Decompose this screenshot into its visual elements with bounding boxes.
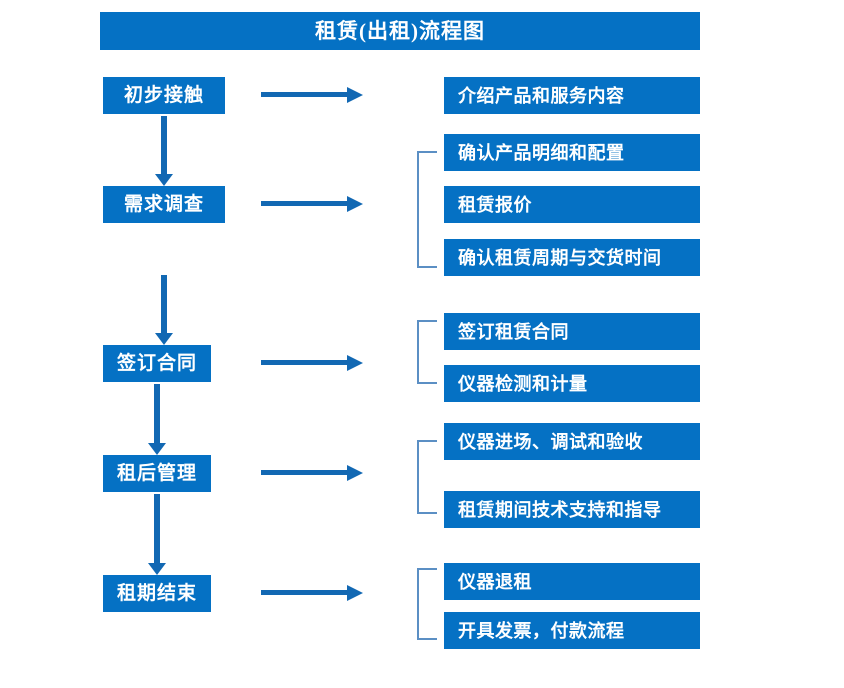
horizontal-arrow-needs-survey (261, 196, 363, 212)
group-bracket-sign-contract (417, 320, 437, 384)
stage-box-lease-end[interactable]: 租期结束 (103, 575, 211, 612)
group-bracket-post-lease-management (417, 440, 437, 514)
horizontal-arrow-sign-contract (261, 355, 363, 371)
detail-box-confirm-lease-period-delivery[interactable]: 确认租赁周期与交货时间 (444, 239, 700, 276)
horizontal-arrow-post-lease-management (261, 465, 363, 481)
horizontal-arrow-initial-contact (261, 87, 363, 103)
detail-box-instrument-inspection-metering[interactable]: 仪器检测和计量 (444, 365, 700, 402)
stage-box-initial-contact[interactable]: 初步接触 (103, 77, 225, 114)
stage-box-sign-contract[interactable]: 签订合同 (103, 345, 211, 382)
detail-box-sign-lease-contract[interactable]: 签订租赁合同 (444, 313, 700, 350)
detail-box-invoice-payment-process[interactable]: 开具发票，付款流程 (444, 612, 700, 649)
vertical-arrow-survey-to-contract (155, 275, 173, 345)
detail-box-intro-products-services[interactable]: 介绍产品和服务内容 (444, 77, 700, 114)
vertical-arrow-management-to-leaseend (148, 494, 166, 575)
vertical-arrow-contact-to-survey (155, 116, 173, 186)
stage-box-post-lease-management[interactable]: 租后管理 (103, 455, 211, 492)
group-bracket-lease-end (417, 568, 437, 640)
horizontal-arrow-lease-end (261, 585, 363, 601)
flowchart-title: 租赁(出租)流程图 (100, 12, 700, 50)
detail-box-technical-support-during-lease[interactable]: 租赁期间技术支持和指导 (444, 491, 700, 528)
vertical-arrow-contract-to-management (148, 384, 166, 455)
stage-box-needs-survey[interactable]: 需求调查 (103, 186, 225, 223)
detail-box-lease-quotation[interactable]: 租赁报价 (444, 186, 700, 223)
detail-box-confirm-product-details[interactable]: 确认产品明细和配置 (444, 134, 700, 171)
detail-box-instrument-return[interactable]: 仪器退租 (444, 563, 700, 600)
detail-box-instrument-entry-commissioning-acceptance[interactable]: 仪器进场、调试和验收 (444, 423, 700, 460)
group-bracket-needs-survey (417, 151, 437, 268)
